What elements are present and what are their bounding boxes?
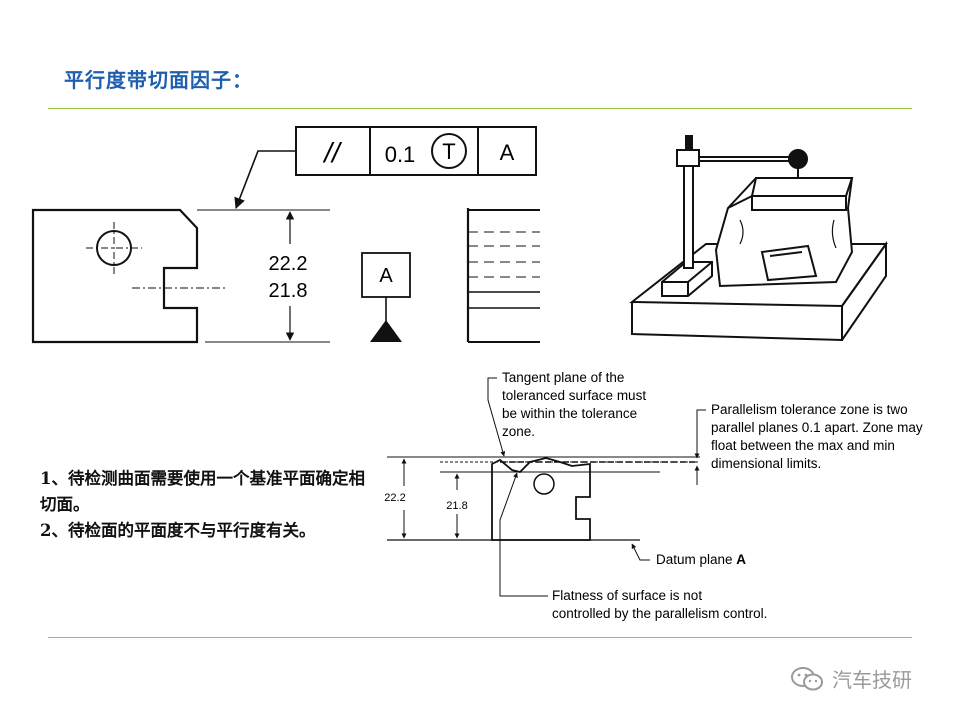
svg-text:dimensional limits.: dimensional limits. (711, 456, 821, 471)
feature-control-frame: // 0.1 T A (295, 126, 537, 176)
part-profile (31, 208, 228, 344)
wechat-icon (791, 666, 823, 690)
dimension-upper: 22.2 (269, 253, 308, 275)
svg-text:controlled by the parallelism: controlled by the parallelism control. (552, 606, 767, 621)
tangent-plane-diagram (387, 377, 706, 597)
parallelism-symbol: // (322, 137, 343, 168)
dimension-lower: 21.8 (269, 280, 308, 302)
svg-text:Flatness of surface is not: Flatness of surface is not (552, 588, 702, 603)
svg-text:A: A (379, 265, 393, 287)
svg-text:zone.: zone. (502, 424, 535, 439)
note-item: 2、待检面的平面度不与平行度有关。 (40, 521, 316, 540)
watermark-text: 汽车技研 (832, 668, 912, 692)
svg-text:Parallelism tolerance zone is: Parallelism tolerance zone is two (711, 402, 908, 417)
svg-text:toleranced surface must: toleranced surface must (502, 388, 646, 403)
note-item: 1、待检测曲面需要使用一个基准平面确定相切面。 (40, 469, 365, 514)
fcf-datum-reference: A (500, 140, 515, 165)
datum-feature-symbol: A (361, 252, 411, 342)
svg-text:be within the tolerance: be within the tolerance (502, 406, 637, 421)
flatness-note: Flatness of surface is not controlled by… (552, 588, 767, 621)
page-title: 平行度带切面因子： (64, 68, 253, 92)
notes-list: 1、待检测曲面需要使用一个基准平面确定相切面。 2、待检面的平面度不与平行度有关… (40, 466, 370, 544)
tolerance-zone-note: Parallelism tolerance zone is two parall… (711, 402, 923, 471)
svg-text:float between the max and min: float between the max and min (711, 438, 895, 453)
lower-dimension-inner: 21.8 (446, 500, 467, 512)
tangent-plane-modifier: T (442, 139, 455, 164)
lower-dimension-total: 22.2 (384, 492, 405, 504)
fcf-leader-arrow (234, 150, 296, 210)
tolerance-value: 0.1 (385, 142, 416, 167)
part-edge-view (466, 208, 540, 343)
svg-text:parallel planes 0.1 apart. Zon: parallel planes 0.1 apart. Zone may (711, 420, 923, 435)
watermark: 汽车技研 (790, 664, 912, 693)
svg-text:Tangent plane of the: Tangent plane of the (502, 370, 624, 385)
datum-plane-note: Datum plane A (656, 552, 746, 567)
bottom-divider (48, 637, 912, 638)
top-divider (48, 108, 912, 109)
inspection-setup-illustration (629, 135, 888, 342)
tangent-plane-note: Tangent plane of the toleranced surface … (502, 370, 646, 439)
tangent-plane-modifier-circle (431, 133, 467, 169)
